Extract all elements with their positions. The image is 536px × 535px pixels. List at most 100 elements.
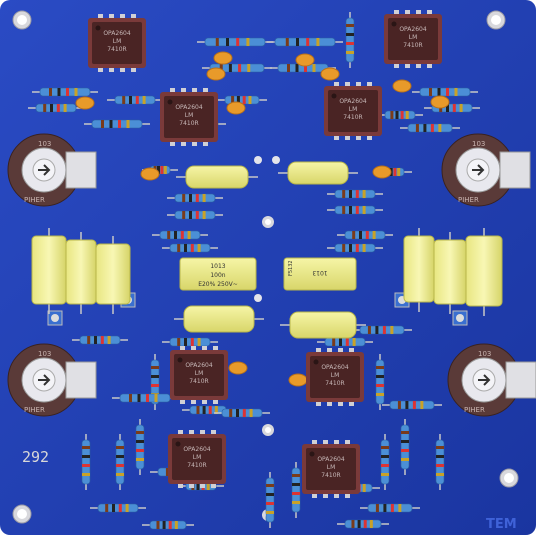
film-capacitor [278,161,358,185]
chip-marking: OPA2604 [185,362,213,369]
chip-marking: 7410R [107,46,126,53]
resistor [377,110,423,120]
small-film-capacitor-right: 1013 F5132 [283,257,357,291]
chip-marking: OPA2604 [183,446,211,453]
resistor [142,520,194,530]
pot-dial-value: 103 [472,140,485,148]
chip-marking: 7410R [321,472,340,479]
resistor [267,37,343,47]
resistor [400,123,460,133]
resistor [162,243,218,253]
chip-marking: LM [113,38,122,45]
resistor [352,325,412,335]
resistor [214,408,270,418]
film-capacitor [174,305,264,333]
disc-capacitor [295,53,315,67]
disc-capacitor [430,95,450,109]
chip-marking: LM [349,106,358,113]
resistor [380,434,390,490]
piher-pot: PIHER 103 [7,343,97,417]
resistor [327,205,383,215]
resistor [337,230,393,240]
chip-marking: OPA2604 [103,30,131,37]
resistor [112,393,178,403]
chip-marking: 7410R [189,378,208,385]
resistor [291,462,301,518]
chip-marking: LM [327,464,336,471]
disc-capacitor [226,101,246,115]
resistor [317,337,373,347]
resistor [360,503,420,513]
pot-dial-value: 103 [38,350,51,358]
disc-capacitors [75,51,450,387]
trim-pot [452,310,468,326]
chip-marking: OPA2604 [175,104,203,111]
board-number-label: 292 [22,448,49,466]
resistor [135,419,145,475]
chip-marking: OPA2604 [339,98,367,105]
chip-marking: OPA2604 [321,364,349,371]
resistor [327,189,383,199]
chip-marking: LM [193,454,202,461]
disc-capacitor [206,67,226,81]
disc-capacitor [213,51,233,65]
resistor [382,400,442,410]
film-capacitor [95,236,131,314]
disc-capacitor [320,67,340,81]
resistor [412,87,478,97]
piher-pot: PIHER 103 [447,343,536,417]
disc-capacitor [228,361,248,375]
resistor [167,193,223,203]
resistor [28,103,84,113]
film-capacitor [176,165,258,189]
disc-capacitor [392,79,412,93]
chip-marking: LM [185,112,194,119]
chip-marking: 7410R [187,462,206,469]
resistor [337,519,389,529]
piher-label: PIHER [24,196,45,204]
cap-rating-text: E20% 250V~ [198,281,238,288]
resistor [167,210,223,220]
resistor [345,12,355,68]
disc-capacitor [372,165,392,179]
film-capacitors [31,161,503,339]
film-capacitor [65,232,97,314]
disc-capacitor [140,167,160,181]
film-capacitor [465,228,503,316]
piher-label: PIHER [24,406,45,414]
film-capacitor [280,311,366,339]
chip-marking: LM [331,372,340,379]
film-capacitor [31,228,67,314]
film-capacitor [403,228,435,312]
piher-label: PIHER [458,196,479,204]
resistor [217,95,267,105]
chip-marking: 7410R [325,380,344,387]
resistor [84,119,150,129]
cap-value-text: 100n [210,272,225,279]
resistor [72,335,128,345]
ic-chips: OPA2604LM7410ROPA2604LM7410ROPA2604LM741… [88,10,442,498]
resistor [400,419,410,475]
resistor [162,337,218,347]
chip-marking: OPA2604 [317,456,345,463]
trim-pot [47,310,63,326]
disc-capacitor [288,373,308,387]
mounting-holes [12,10,519,524]
film-capacitor [433,232,467,314]
chip-marking: LM [409,34,418,41]
cap-code-text-flipped: 1013 [312,269,327,276]
pot-dial-value: 103 [478,350,491,358]
resistor-array [28,12,480,530]
chip-marking: OPA2604 [399,26,427,33]
cap-side-text: F5132 [288,260,294,276]
resistor [435,434,445,490]
resistor [90,503,146,513]
piher-label: PIHER [464,406,485,414]
resistor [115,434,125,490]
